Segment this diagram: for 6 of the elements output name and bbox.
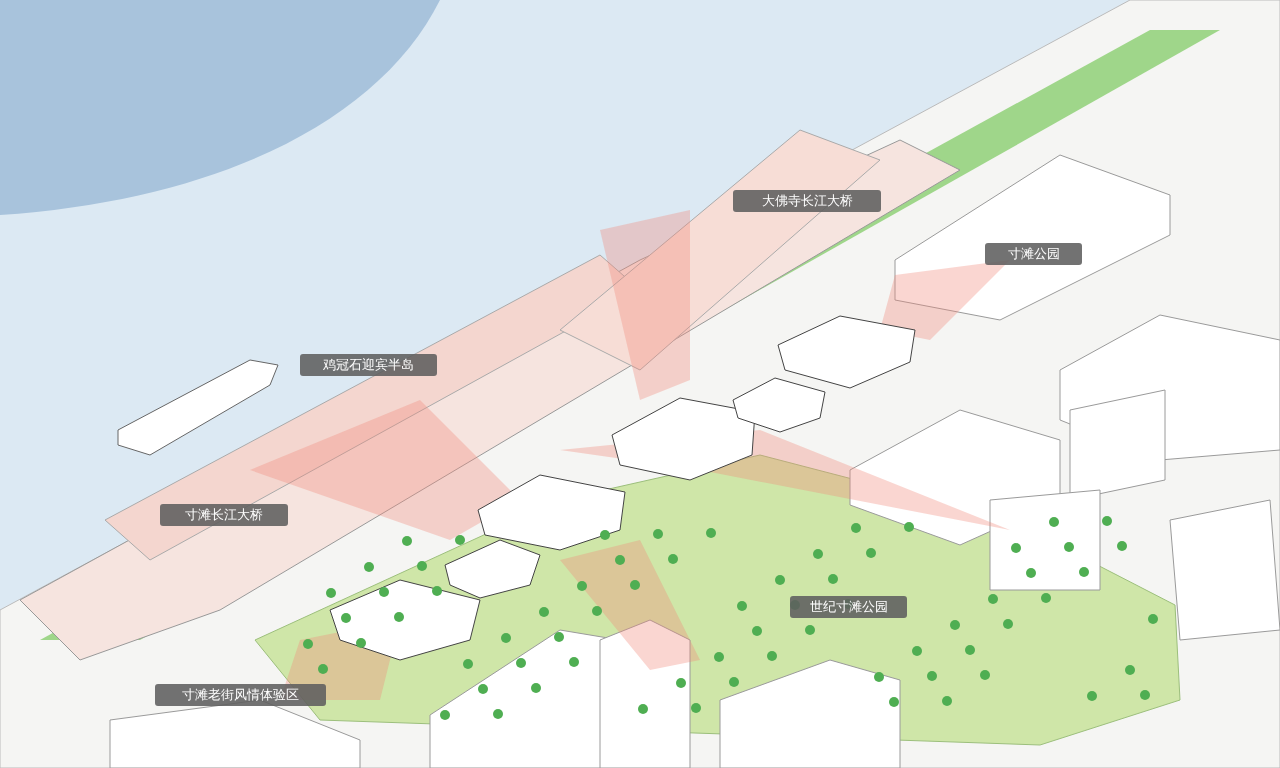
place-name-label: 寸滩老街风情体验区 [155,684,326,706]
place-name-label: 寸滩公园 [985,243,1082,265]
place-name-label: 寸滩长江大桥 [160,504,288,526]
place-name-label: 世纪寸滩公园 [790,596,907,618]
place-name-label: 大佛寺长江大桥 [733,190,881,212]
place-name-label: 鸡冠石迎宾半岛 [300,354,437,376]
